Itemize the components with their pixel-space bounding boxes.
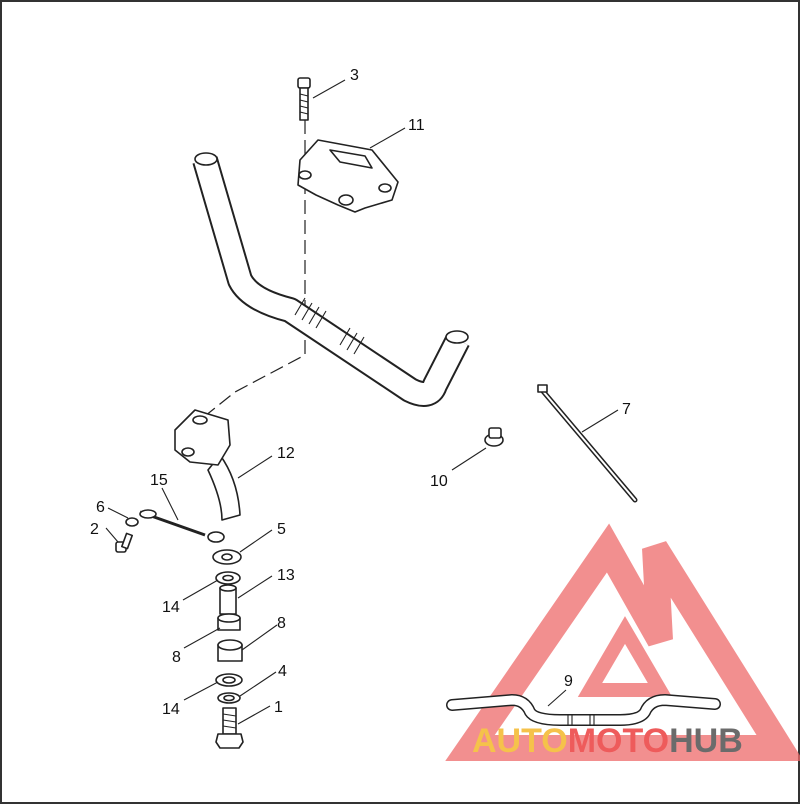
part-3-bolt — [297, 77, 311, 121]
watermark-auto: AUTO — [472, 722, 568, 760]
part-9-handlebar — [192, 152, 470, 407]
part-7-cable-tie — [537, 384, 638, 503]
part-10-clip — [484, 427, 504, 447]
part-1-bolt — [215, 707, 244, 749]
part-9-alt-handlebar — [446, 694, 721, 726]
callout-12: 12 — [277, 445, 295, 462]
leader-lines — [105, 79, 619, 725]
watermark-text: AUTOMOTOHUB — [472, 722, 743, 760]
part-4-washer — [217, 692, 241, 704]
watermark-logo — [445, 523, 800, 761]
callout-5: 5 — [277, 521, 286, 538]
callout-14-upper: 14 — [162, 599, 180, 616]
callout-3: 3 — [350, 67, 359, 84]
watermark-moto: MOTO — [568, 722, 669, 760]
part-12-riser — [174, 409, 241, 521]
part-8-bushing-lower — [217, 639, 243, 662]
callout-10: 10 — [430, 473, 448, 490]
callout-1: 1 — [274, 699, 283, 716]
assembly-axis-line — [199, 100, 306, 421]
part-11-top-clamp — [297, 139, 399, 213]
watermark-hub: HUB — [669, 722, 743, 760]
callout-11: 11 — [408, 117, 425, 134]
callout-4: 4 — [278, 663, 287, 680]
part-15-ground-strap — [139, 509, 225, 543]
callout-13: 13 — [277, 567, 295, 584]
part-2-bolt — [115, 532, 134, 553]
callout-9: 9 — [564, 673, 573, 690]
part-5-star-washer — [212, 549, 242, 565]
part-14-washer-lower — [215, 673, 243, 687]
callout-2: 2 — [90, 521, 99, 538]
callout-6: 6 — [96, 499, 105, 516]
callout-14-lower: 14 — [162, 701, 180, 718]
part-14-washer-upper — [215, 571, 241, 585]
callout-8-right: 8 — [277, 615, 286, 632]
part-13-spacer — [219, 584, 237, 615]
callout-labels: 3 11 12 15 6 2 5 13 14 8 8 4 14 1 7 10 9 — [90, 67, 631, 718]
part-6-washer — [125, 517, 139, 527]
callout-15: 15 — [150, 472, 168, 489]
callout-7: 7 — [622, 401, 631, 418]
callout-8-left: 8 — [172, 649, 181, 666]
part-8-bushing-upper — [217, 613, 241, 631]
